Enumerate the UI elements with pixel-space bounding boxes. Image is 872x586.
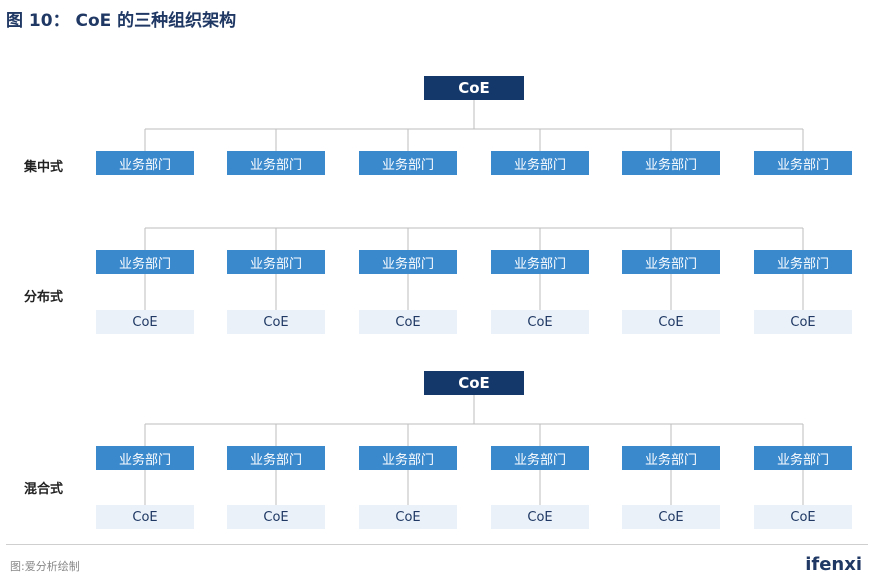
sub-coe-box: CoE — [622, 505, 720, 529]
source-note: 图:爱分析绘制 — [10, 560, 80, 573]
figure-title: 图 10： CoE 的三种组织架构 — [6, 11, 237, 31]
sub-coe-box: CoE — [359, 505, 457, 529]
department-box: 业务部门 — [754, 446, 852, 470]
brand-logo: ifenxi — [805, 554, 862, 575]
department-box: 业务部门 — [359, 250, 457, 274]
sub-coe-box: CoE — [491, 310, 589, 334]
sub-coe-box: CoE — [491, 505, 589, 529]
department-box: 业务部门 — [491, 446, 589, 470]
coe-center-box: CoE — [424, 76, 524, 100]
department-box: 业务部门 — [622, 446, 720, 470]
department-box: 业务部门 — [96, 151, 194, 175]
footer-divider — [6, 544, 868, 545]
department-box: 业务部门 — [622, 250, 720, 274]
department-box: 业务部门 — [754, 151, 852, 175]
coe-center-box: CoE — [424, 371, 524, 395]
department-box: 业务部门 — [622, 151, 720, 175]
sub-coe-box: CoE — [359, 310, 457, 334]
sub-coe-box: CoE — [754, 505, 852, 529]
section-label: 集中式 — [24, 160, 64, 175]
department-box: 业务部门 — [96, 250, 194, 274]
section-label: 分布式 — [24, 290, 64, 305]
department-box: 业务部门 — [227, 446, 325, 470]
section-label: 混合式 — [24, 482, 64, 497]
sub-coe-box: CoE — [227, 310, 325, 334]
sub-coe-box: CoE — [622, 310, 720, 334]
department-box: 业务部门 — [491, 250, 589, 274]
department-box: 业务部门 — [359, 446, 457, 470]
sub-coe-box: CoE — [227, 505, 325, 529]
sub-coe-box: CoE — [96, 310, 194, 334]
sub-coe-box: CoE — [96, 505, 194, 529]
department-box: 业务部门 — [227, 250, 325, 274]
department-box: 业务部门 — [491, 151, 589, 175]
department-box: 业务部门 — [227, 151, 325, 175]
sub-coe-box: CoE — [754, 310, 852, 334]
department-box: 业务部门 — [359, 151, 457, 175]
department-box: 业务部门 — [754, 250, 852, 274]
department-box: 业务部门 — [96, 446, 194, 470]
